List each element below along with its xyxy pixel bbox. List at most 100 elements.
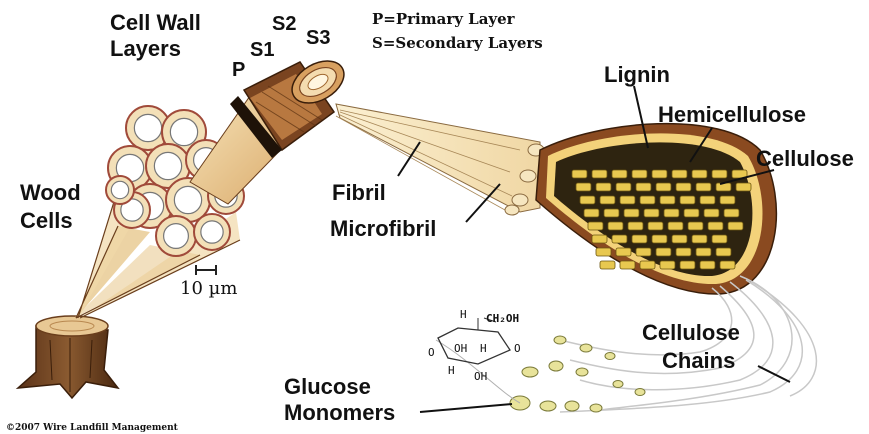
s1-label: S1 (250, 39, 274, 61)
cellulose-fiber-segment (652, 170, 667, 178)
cellulose-fiber-segment (644, 209, 659, 217)
cellulose-fiber-segment (640, 261, 655, 269)
cellulose-fiber-segment (572, 170, 587, 178)
glucose-oh-1: OH (454, 342, 467, 355)
cellulose-fiber-segment (664, 209, 679, 217)
glucose-o-right: O (514, 342, 521, 355)
cell-wall-layers-label-line2: Layers (110, 36, 181, 61)
cellulose-fiber-segment (736, 183, 751, 191)
cellulose-fiber-segment (724, 209, 739, 217)
cellulose-fiber-segment (620, 196, 635, 204)
glucose-oh-2: OH (474, 370, 487, 383)
cellulose-fiber-segment (712, 235, 727, 243)
wood-cell-lumen (154, 152, 181, 179)
cellulose-fiber-segment (584, 209, 599, 217)
cellulose-fiber-segment (660, 261, 675, 269)
cellulose-fiber-segment (712, 170, 727, 178)
wood-cell-lumen (174, 186, 201, 213)
glucose-beads (436, 336, 645, 412)
cellulose-fiber-segment (716, 248, 731, 256)
glucose-ch2oh: CH₂OH (486, 312, 519, 325)
cellulose-fiber-segment (680, 261, 695, 269)
hemicellulose-label: Hemicellulose (658, 102, 806, 127)
wood-cell-lumen (170, 118, 197, 145)
cellulose-fiber-segment (692, 170, 707, 178)
cellulose-fiber-segment (632, 170, 647, 178)
wood-cell-lumen (134, 114, 161, 141)
cellulose-fiber-segment (652, 235, 667, 243)
cellulose-fiber-segment (592, 170, 607, 178)
cellulose-fiber-segment (620, 261, 635, 269)
cellulose-fiber-segment (696, 248, 711, 256)
cellulose-fiber-segment (600, 196, 615, 204)
cellulose-fiber-segment (704, 209, 719, 217)
glucose-h-top: H (460, 308, 467, 321)
glucose-label-line2: Monomers (284, 400, 395, 425)
cellulose-fiber-segment (656, 183, 671, 191)
cellulose-fiber-segment (612, 170, 627, 178)
cellulose-fiber-segment (636, 183, 651, 191)
wood-cell-lumen (111, 181, 128, 198)
cellulose-fiber-segment (692, 235, 707, 243)
cellulose-fiber-segment (728, 222, 743, 230)
cellulose-fiber-segment (656, 248, 671, 256)
cellulose-fiber-segment (592, 235, 607, 243)
cellulose-fiber-segment (680, 196, 695, 204)
glucose-h-2: H (480, 342, 487, 355)
legend-secondary: S=Secondary Layers (372, 34, 543, 52)
fibril-label: Fibril (332, 180, 386, 205)
cellulose-fiber-segment (632, 235, 647, 243)
macrofibril-section (536, 124, 776, 294)
cellulose-fiber-segment (628, 222, 643, 230)
cellulose-fiber-segment (708, 222, 723, 230)
cellulose-fiber-segment (612, 235, 627, 243)
tree-stump (18, 316, 118, 398)
cellulose-fiber-segment (580, 196, 595, 204)
cellulose-fiber-segment (600, 261, 615, 269)
cellulose-fiber-segment (616, 248, 631, 256)
glucose-o-left: O (428, 346, 435, 359)
cellulose-fiber-segment (596, 248, 611, 256)
cellulose-fiber-segment (636, 248, 651, 256)
cellulose-fiber-segment (616, 183, 631, 191)
cellulose-fiber-segment (648, 222, 663, 230)
copyright-note: ©2007 Wire Landfill Management (6, 423, 179, 433)
s2-label: S2 (272, 13, 296, 35)
scale-label: 10 µm (180, 278, 237, 299)
cellulose-fiber-segment (688, 222, 703, 230)
wood-cells-label-line1: Wood (20, 180, 81, 205)
cellulose-label: Cellulose (756, 146, 854, 171)
cellulose-fiber-segment (672, 235, 687, 243)
cellulose-fiber-segment (700, 261, 715, 269)
cellulose-fiber-segment (596, 183, 611, 191)
s3-label: S3 (306, 27, 330, 49)
cellulose-fiber-segment (608, 222, 623, 230)
glucose-h-3: H (448, 364, 455, 377)
glucose-ring-structure: H CH₂OH O OH H O H OH (428, 308, 521, 383)
cellulose-fiber-segment (668, 222, 683, 230)
cellulose-fiber-segment (640, 196, 655, 204)
cellulose-fiber-segment (716, 183, 731, 191)
cellulose-fiber-segment (576, 183, 591, 191)
cellulose-fiber-segment (684, 209, 699, 217)
cellulose-chains-label-line1: Cellulose (642, 320, 740, 345)
cellulose-fiber-segment (700, 196, 715, 204)
glucose-label-line1: Glucose (284, 374, 371, 399)
cellulose-chains-label-line2: Chains (662, 348, 735, 373)
scale-bar: 10 µm (180, 265, 237, 299)
cellulose-fiber-segment (660, 196, 675, 204)
cellulose-fiber-segment (720, 196, 735, 204)
cellulose-fiber-segment (696, 183, 711, 191)
wood-cell-lumen (201, 221, 223, 243)
cellulose-fiber-segment (676, 248, 691, 256)
cellulose-fiber-segment (604, 209, 619, 217)
cellulose-fiber-segment (588, 222, 603, 230)
cell-wall-layers-label-line1: Cell Wall (110, 10, 201, 35)
lignin-label: Lignin (604, 62, 670, 87)
p-label: P (232, 59, 245, 81)
cellulose-fiber-segment (720, 261, 735, 269)
cellulose-fiber-segment (624, 209, 639, 217)
microfibril-label: Microfibril (330, 216, 436, 241)
legend-primary: P=Primary Layer (372, 10, 516, 28)
